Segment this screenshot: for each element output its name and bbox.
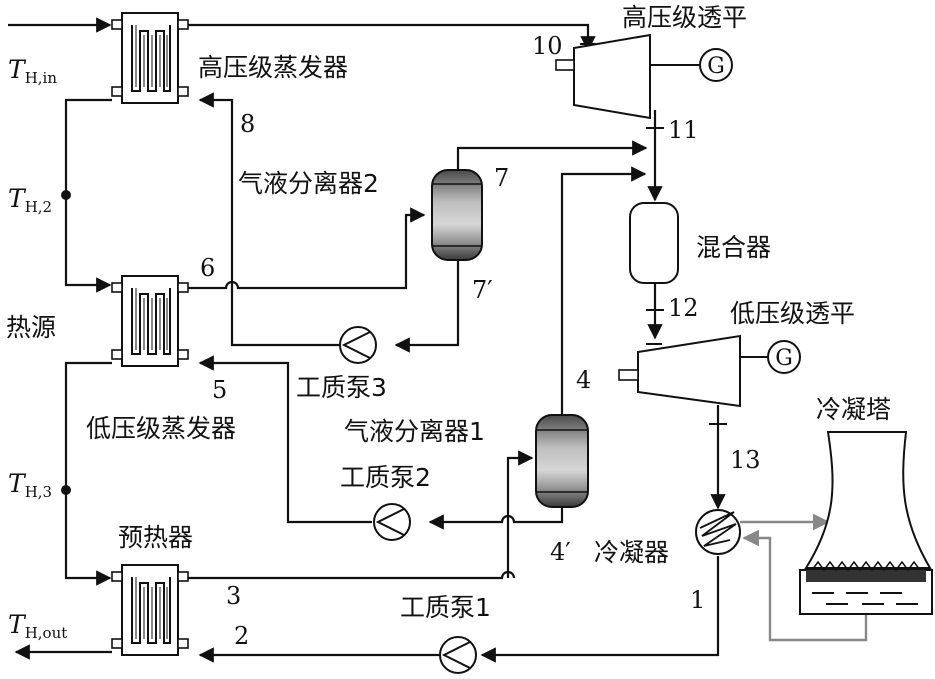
state-8-label: 8: [240, 110, 255, 138]
pump-1: [439, 636, 477, 674]
pump-2-label: 工质泵2: [340, 463, 431, 492]
th3-node: [61, 485, 71, 495]
line-4prime: [428, 506, 564, 530]
th-2-label: TH,2: [8, 184, 52, 216]
line-5: [198, 355, 372, 524]
separator-2: [431, 169, 483, 261]
state-7prime-label: 7′: [472, 276, 493, 304]
pump-3: [339, 326, 377, 364]
hp-turbine-label: 高压级透平: [622, 3, 747, 32]
line-10: [188, 23, 596, 52]
state-2-label: 2: [234, 622, 249, 650]
line-7prime: [394, 258, 460, 353]
line-3: [506, 450, 534, 578]
cooling-tower: [799, 431, 933, 615]
line-7: [456, 140, 648, 172]
line-6: [188, 207, 426, 290]
heat-source-label: 热源: [6, 313, 56, 342]
mixer-label: 混合器: [696, 233, 771, 262]
separator-1-label: 气液分离器1: [344, 417, 485, 446]
lp-evaporator-label: 低压级蒸发器: [86, 414, 236, 443]
state-10-label: 10: [532, 32, 563, 60]
state-1-label: 1: [690, 586, 705, 614]
line-8: [198, 92, 340, 347]
th2-node: [61, 190, 71, 200]
th-out-label: TH,out: [8, 610, 67, 642]
state-11-label: 11: [668, 116, 699, 144]
heat-source-line-2: [64, 98, 112, 293]
lp-generator-label: G: [775, 346, 793, 371]
state-13-label: 13: [730, 446, 761, 474]
lp-generator: [767, 340, 801, 374]
separator-2-label: 气液分离器2: [238, 169, 379, 198]
line-4: [560, 166, 647, 418]
preheater: [111, 564, 189, 656]
cooling-water-return: [742, 529, 868, 642]
th-3-label: TH,3: [8, 469, 52, 501]
th-in-label: TH,in: [8, 55, 57, 87]
hp-turbine: [555, 33, 700, 120]
lp-turbine: [618, 334, 768, 408]
hp-evaporator: [111, 12, 189, 104]
hp-generator: [699, 48, 733, 82]
line-3a: [188, 570, 516, 580]
state-3-label: 3: [226, 582, 241, 610]
state-7-label: 7: [494, 164, 509, 192]
pump-2: [373, 503, 411, 541]
lp-evaporator: [111, 275, 189, 367]
condenser-label: 冷凝器: [594, 538, 669, 567]
state-12-label: 12: [668, 294, 699, 322]
preheater-label: 预热器: [118, 523, 193, 552]
state-4prime-label: 4′: [550, 538, 571, 566]
lp-turbine-label: 低压级透平: [730, 299, 855, 328]
state-6-label: 6: [200, 254, 215, 282]
mixer: [629, 202, 679, 284]
state-4-label: 4: [576, 366, 591, 394]
cooling-tower-label: 冷凝塔: [816, 395, 891, 424]
pump-1-label: 工质泵1: [400, 593, 491, 622]
hp-evaporator-label: 高压级蒸发器: [198, 53, 348, 82]
line-1: [480, 556, 720, 663]
state-5-label: 5: [212, 376, 227, 404]
heat-source-line-3: [64, 361, 112, 586]
separator-1: [535, 414, 589, 508]
condenser: [695, 509, 741, 555]
pump-3-label: 工质泵3: [296, 373, 387, 402]
hp-generator-label: G: [707, 54, 725, 79]
